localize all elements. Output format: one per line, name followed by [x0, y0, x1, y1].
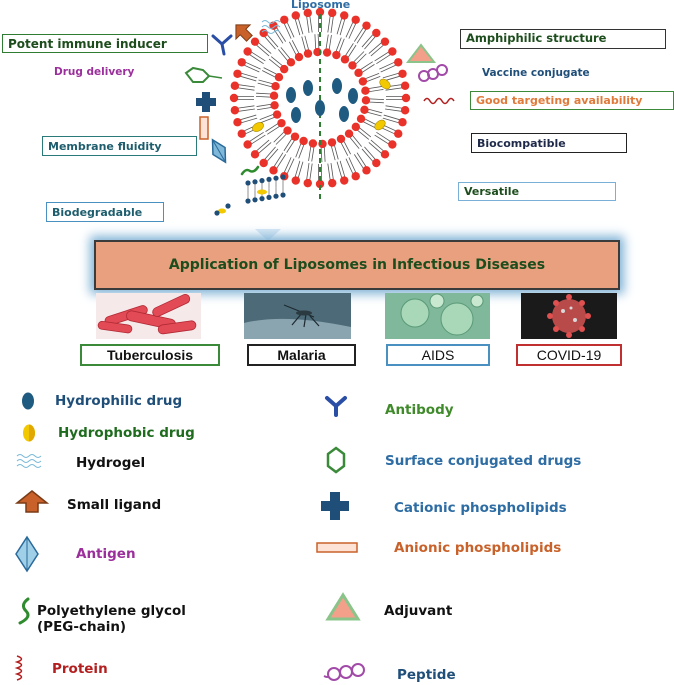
protein-icon — [14, 655, 23, 681]
property-drug-delivery: Drug delivery — [54, 66, 135, 78]
peptide-icon — [323, 663, 365, 681]
property-amphiphilic-structure: Amphiphilic structure — [460, 29, 666, 49]
antigen-icon — [15, 535, 39, 573]
legend-peptide: Peptide — [397, 667, 456, 683]
legend-peg-line2: (PEG-chain) — [37, 619, 127, 636]
malaria-image — [244, 293, 351, 339]
surface-conjugated-drugs-icon — [326, 446, 346, 474]
property-biocompatible: Biocompatible — [471, 133, 627, 153]
legend-protein: Protein — [52, 661, 108, 677]
legend-small-ligand: Small ligand — [67, 497, 162, 513]
anionic-phospholipids-icon — [316, 542, 358, 553]
legend-adjuvant: Adjuvant — [384, 603, 453, 619]
cationic-phospholipids-icon — [321, 492, 349, 520]
hydrogel-icon — [16, 454, 42, 468]
disease-tuberculosis: Tuberculosis — [80, 344, 220, 366]
disease-aids: AIDS — [386, 344, 490, 366]
aids-image — [385, 293, 490, 339]
legend-antibody: Antibody — [385, 402, 454, 418]
liposome-illustration — [184, 8, 455, 216]
property-membrane-fluidity: Membrane fluidity — [42, 136, 197, 156]
legend-cationic-phospholipids: Cationic phospholipids — [394, 500, 567, 516]
legend-peg-line1: Polyethylene glycol — [37, 603, 186, 619]
legend-hydrophilic-drug: Hydrophilic drug — [55, 393, 183, 409]
small-ligand-icon — [15, 490, 49, 513]
banner-pointer — [255, 229, 281, 241]
tuberculosis-image — [96, 293, 201, 339]
hydrophilic-drug-icon — [22, 392, 34, 410]
legend-surface-conjugated-drugs: Surface conjugated drugs — [385, 453, 582, 469]
diagram-title: Liposome — [291, 0, 351, 11]
banner-title: Application of Liposomes in Infectious D… — [94, 240, 620, 290]
legend-hydrogel: Hydrogel — [76, 455, 146, 471]
peg-chain-icon — [18, 597, 30, 625]
legend-hydrophobic-drug: Hydrophobic drug — [58, 425, 195, 441]
property-vaccine-conjugate: Vaccine conjugate — [482, 67, 590, 79]
property-potent-immune-inducer: Potent immune inducer — [2, 34, 208, 53]
property-biodegradable: Biodegradable — [46, 202, 164, 222]
legend-peg-chain: Polyethylene glycol (PEG-chain) — [37, 603, 186, 635]
hydrophobic-drug-icon — [23, 424, 35, 442]
adjuvant-icon — [325, 592, 361, 621]
antibody-icon — [325, 396, 347, 417]
disease-malaria: Malaria — [247, 344, 356, 366]
legend-anionic-phospholipids: Anionic phospholipids — [394, 540, 562, 556]
covid-19-image — [521, 293, 617, 339]
property-versatile: Versatile — [458, 182, 616, 201]
legend-antigen: Antigen — [76, 546, 136, 562]
property-good-targeting: Good targeting availability — [470, 91, 674, 110]
disease-covid-19: COVID-19 — [516, 344, 622, 366]
